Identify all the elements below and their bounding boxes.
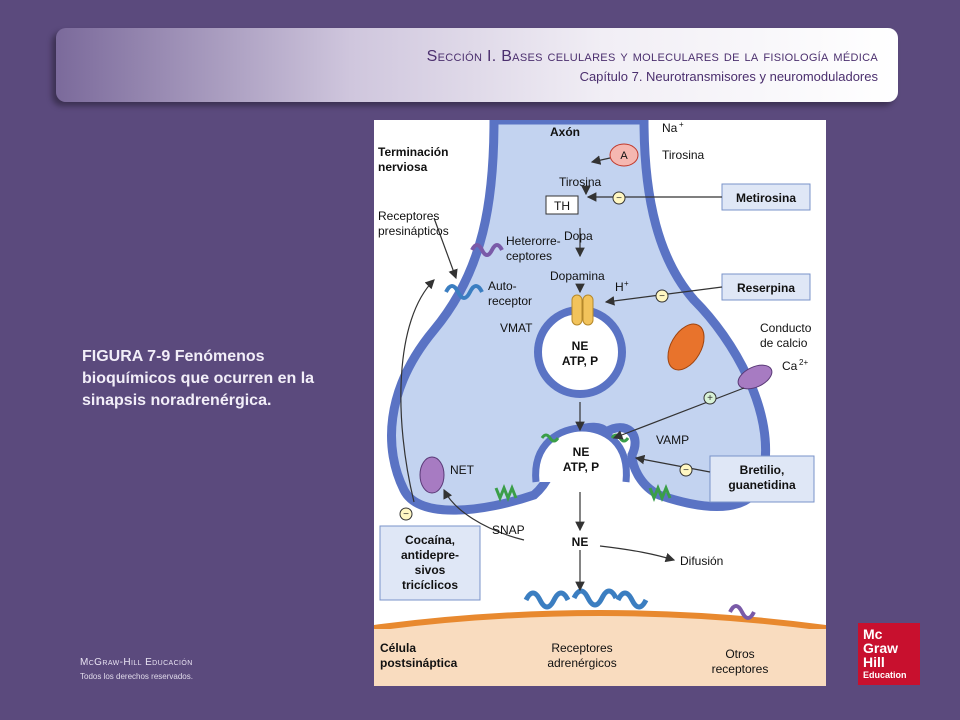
calcium-channel-line1: Conducto — [760, 321, 812, 335]
vamp-protein — [540, 433, 560, 443]
terminal-label-line2: nerviosa — [378, 160, 428, 174]
autoreceptor-line2: receptor — [488, 294, 532, 308]
presynaptic-receptors-line2: presinápticos — [378, 224, 449, 238]
rights-notice: Todos los derechos reservados. — [80, 672, 193, 681]
adrenergic-receptor — [523, 590, 571, 610]
section-header: Sección I. Bases celulares y moleculares… — [56, 28, 898, 102]
terminal-label-line1: Terminación — [378, 145, 448, 159]
metirosine-box — [721, 183, 811, 211]
synapse-figure: − − − − + Axón Terminación nerviosa Na +… — [374, 120, 826, 686]
reserpine-box — [721, 273, 811, 301]
minus-marker: − — [616, 193, 622, 204]
postsynaptic-cell — [374, 628, 826, 686]
calcium-channel-line2: de calcio — [760, 336, 808, 350]
other-receptors-line1: Otros — [725, 647, 754, 661]
cocaine-line3: sivos — [415, 563, 446, 577]
bretylium-box — [709, 455, 815, 503]
adrenergic-receptors-line1: Receptores — [551, 641, 612, 655]
diffusion-label: Difusión — [680, 554, 723, 568]
calcium-ion-label: Ca — [782, 359, 798, 373]
reserpine-label: Reserpina — [737, 281, 795, 295]
cocaine-line4: tricíclicos — [402, 578, 458, 592]
calcium-ion-charge: 2+ — [799, 358, 808, 367]
adrenergic-receptors-line2: adrenérgicos — [547, 656, 616, 670]
mitochondrion — [667, 323, 705, 371]
fusing-atp-label: ATP, P — [563, 460, 599, 474]
synapse-diagram: − − − − + Axón Terminación nerviosa Na +… — [374, 120, 826, 686]
cleft-ne-label: NE — [572, 535, 589, 549]
vesicle-atp-label: ATP, P — [562, 354, 598, 368]
bretylium-line2: guanetidina — [728, 478, 796, 492]
publisher-logo: Mc Graw Hill Education — [858, 623, 920, 685]
other-receptor — [728, 604, 756, 620]
presynaptic-receptor — [444, 284, 484, 300]
other-receptors-line2: receptores — [712, 662, 769, 676]
autoreceptor-line1: Auto- — [488, 279, 517, 293]
heteroreceptor — [470, 243, 504, 257]
logo-line4: Education — [863, 670, 907, 680]
axon-label: Axón — [550, 125, 580, 139]
logo-line1: Mc — [863, 626, 883, 642]
transporter-a — [609, 143, 639, 167]
cocaine-line1: Cocaína, — [405, 533, 455, 547]
metirosine-label: Metirosina — [736, 191, 796, 205]
minus-marker: − — [659, 291, 665, 302]
minus-marker: − — [403, 509, 409, 520]
vmat-transporter — [571, 294, 583, 326]
plus-marker: + — [707, 393, 713, 404]
figure-caption: FIGURA 7-9 Fenómenos bioquímicos que ocu… — [82, 348, 315, 409]
transporter-a-label: A — [620, 150, 628, 162]
logo-line2: Graw — [863, 640, 899, 656]
tyrosine-internal-label: Tirosina — [559, 175, 602, 189]
calcium-channel — [737, 364, 773, 390]
sodium-charge: + — [679, 120, 684, 129]
tyrosine-external-label: Tirosina — [662, 148, 705, 162]
snap-protein — [494, 483, 518, 503]
proton-label: H — [615, 280, 624, 294]
bretylium-line1: Bretilio, — [740, 463, 785, 477]
vamp-label: VAMP — [656, 433, 689, 447]
heteroreceptors-line1: Heterorre- — [506, 234, 561, 248]
net-transporter — [419, 456, 445, 494]
fusing-ne-label: NE — [573, 445, 590, 459]
postsynaptic-membrane — [374, 610, 826, 631]
cocaine-line2: antidepre- — [401, 548, 459, 562]
dopamine-label: Dopamina — [550, 269, 605, 283]
chapter-subtitle: Capítulo 7. Neurotransmisores y neuromod… — [579, 69, 878, 84]
postsynaptic-line1: Célula — [380, 641, 416, 655]
section-title: Sección I. Bases celulares y moleculares… — [426, 48, 878, 65]
logo-line3: Hill — [863, 654, 885, 670]
sodium-label: Na — [662, 121, 678, 135]
presynaptic-receptors-line1: Receptores — [378, 209, 439, 223]
heteroreceptors-line2: ceptores — [506, 249, 552, 263]
th-box — [545, 195, 579, 215]
cocaine-box — [379, 525, 481, 601]
dopa-label: Dopa — [564, 229, 593, 243]
net-label: NET — [450, 463, 475, 477]
snap-label: SNAP — [492, 523, 525, 537]
th-label: TH — [554, 199, 570, 213]
proton-charge: + — [624, 279, 629, 288]
postsynaptic-line2: postsináptica — [380, 656, 458, 670]
publisher-name: McGraw-Hill Educación — [80, 657, 193, 668]
vmat-label: VMAT — [500, 321, 533, 335]
vesicle-ne-label: NE — [572, 339, 589, 353]
minus-marker: − — [683, 465, 689, 476]
